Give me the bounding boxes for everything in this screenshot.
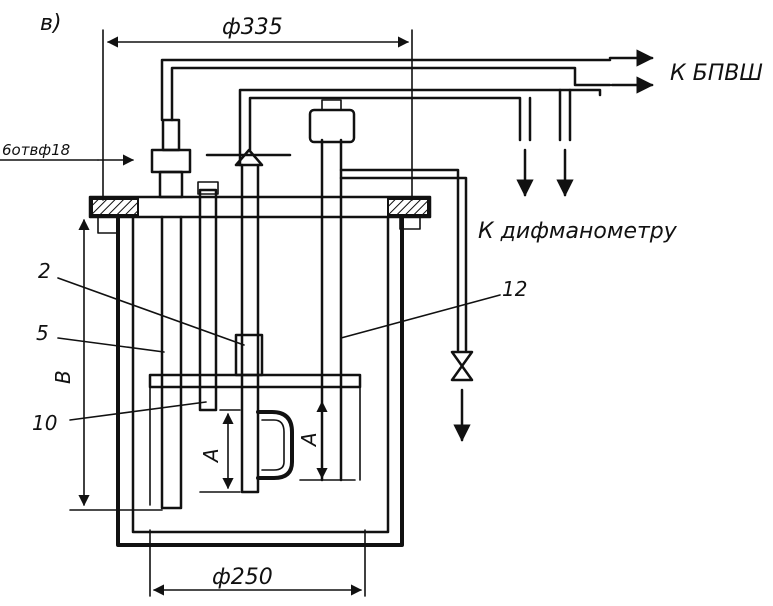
difmanometer-label: К дифманометру (478, 219, 678, 244)
panel-label: в) (40, 11, 62, 36)
part-leaders (57, 277, 501, 421)
part-12-label: 12 (502, 277, 527, 301)
drain-line (339, 168, 474, 442)
rod-12 (308, 99, 356, 482)
dim-a-right-label: А (297, 432, 321, 448)
pipe-kbpvsh (160, 49, 654, 122)
dimension-b (69, 218, 163, 511)
part-2-label: 2 (38, 259, 51, 283)
dimension-top (102, 29, 413, 201)
dimension-a-right (299, 400, 356, 481)
top-flange (88, 195, 432, 234)
tube-10 (197, 181, 219, 412)
vessel (116, 215, 404, 547)
dim-a-left-label: А (199, 448, 223, 464)
dimension-a-left (199, 409, 241, 493)
kbpvsh-label: К БПВШ (670, 61, 763, 86)
holes-label: 6отвф18 (2, 141, 70, 159)
handle-loop (256, 410, 294, 480)
dim-b-label: В (51, 370, 75, 384)
top-diameter-label: ф335 (222, 15, 283, 40)
pipe-difmanometer (238, 88, 602, 197)
bottom-diameter-label: ф250 (212, 565, 273, 590)
dimension-bottom (149, 529, 366, 597)
float-2 (205, 148, 292, 494)
part-10-label: 10 (32, 411, 57, 435)
part-5-label: 5 (36, 321, 49, 345)
